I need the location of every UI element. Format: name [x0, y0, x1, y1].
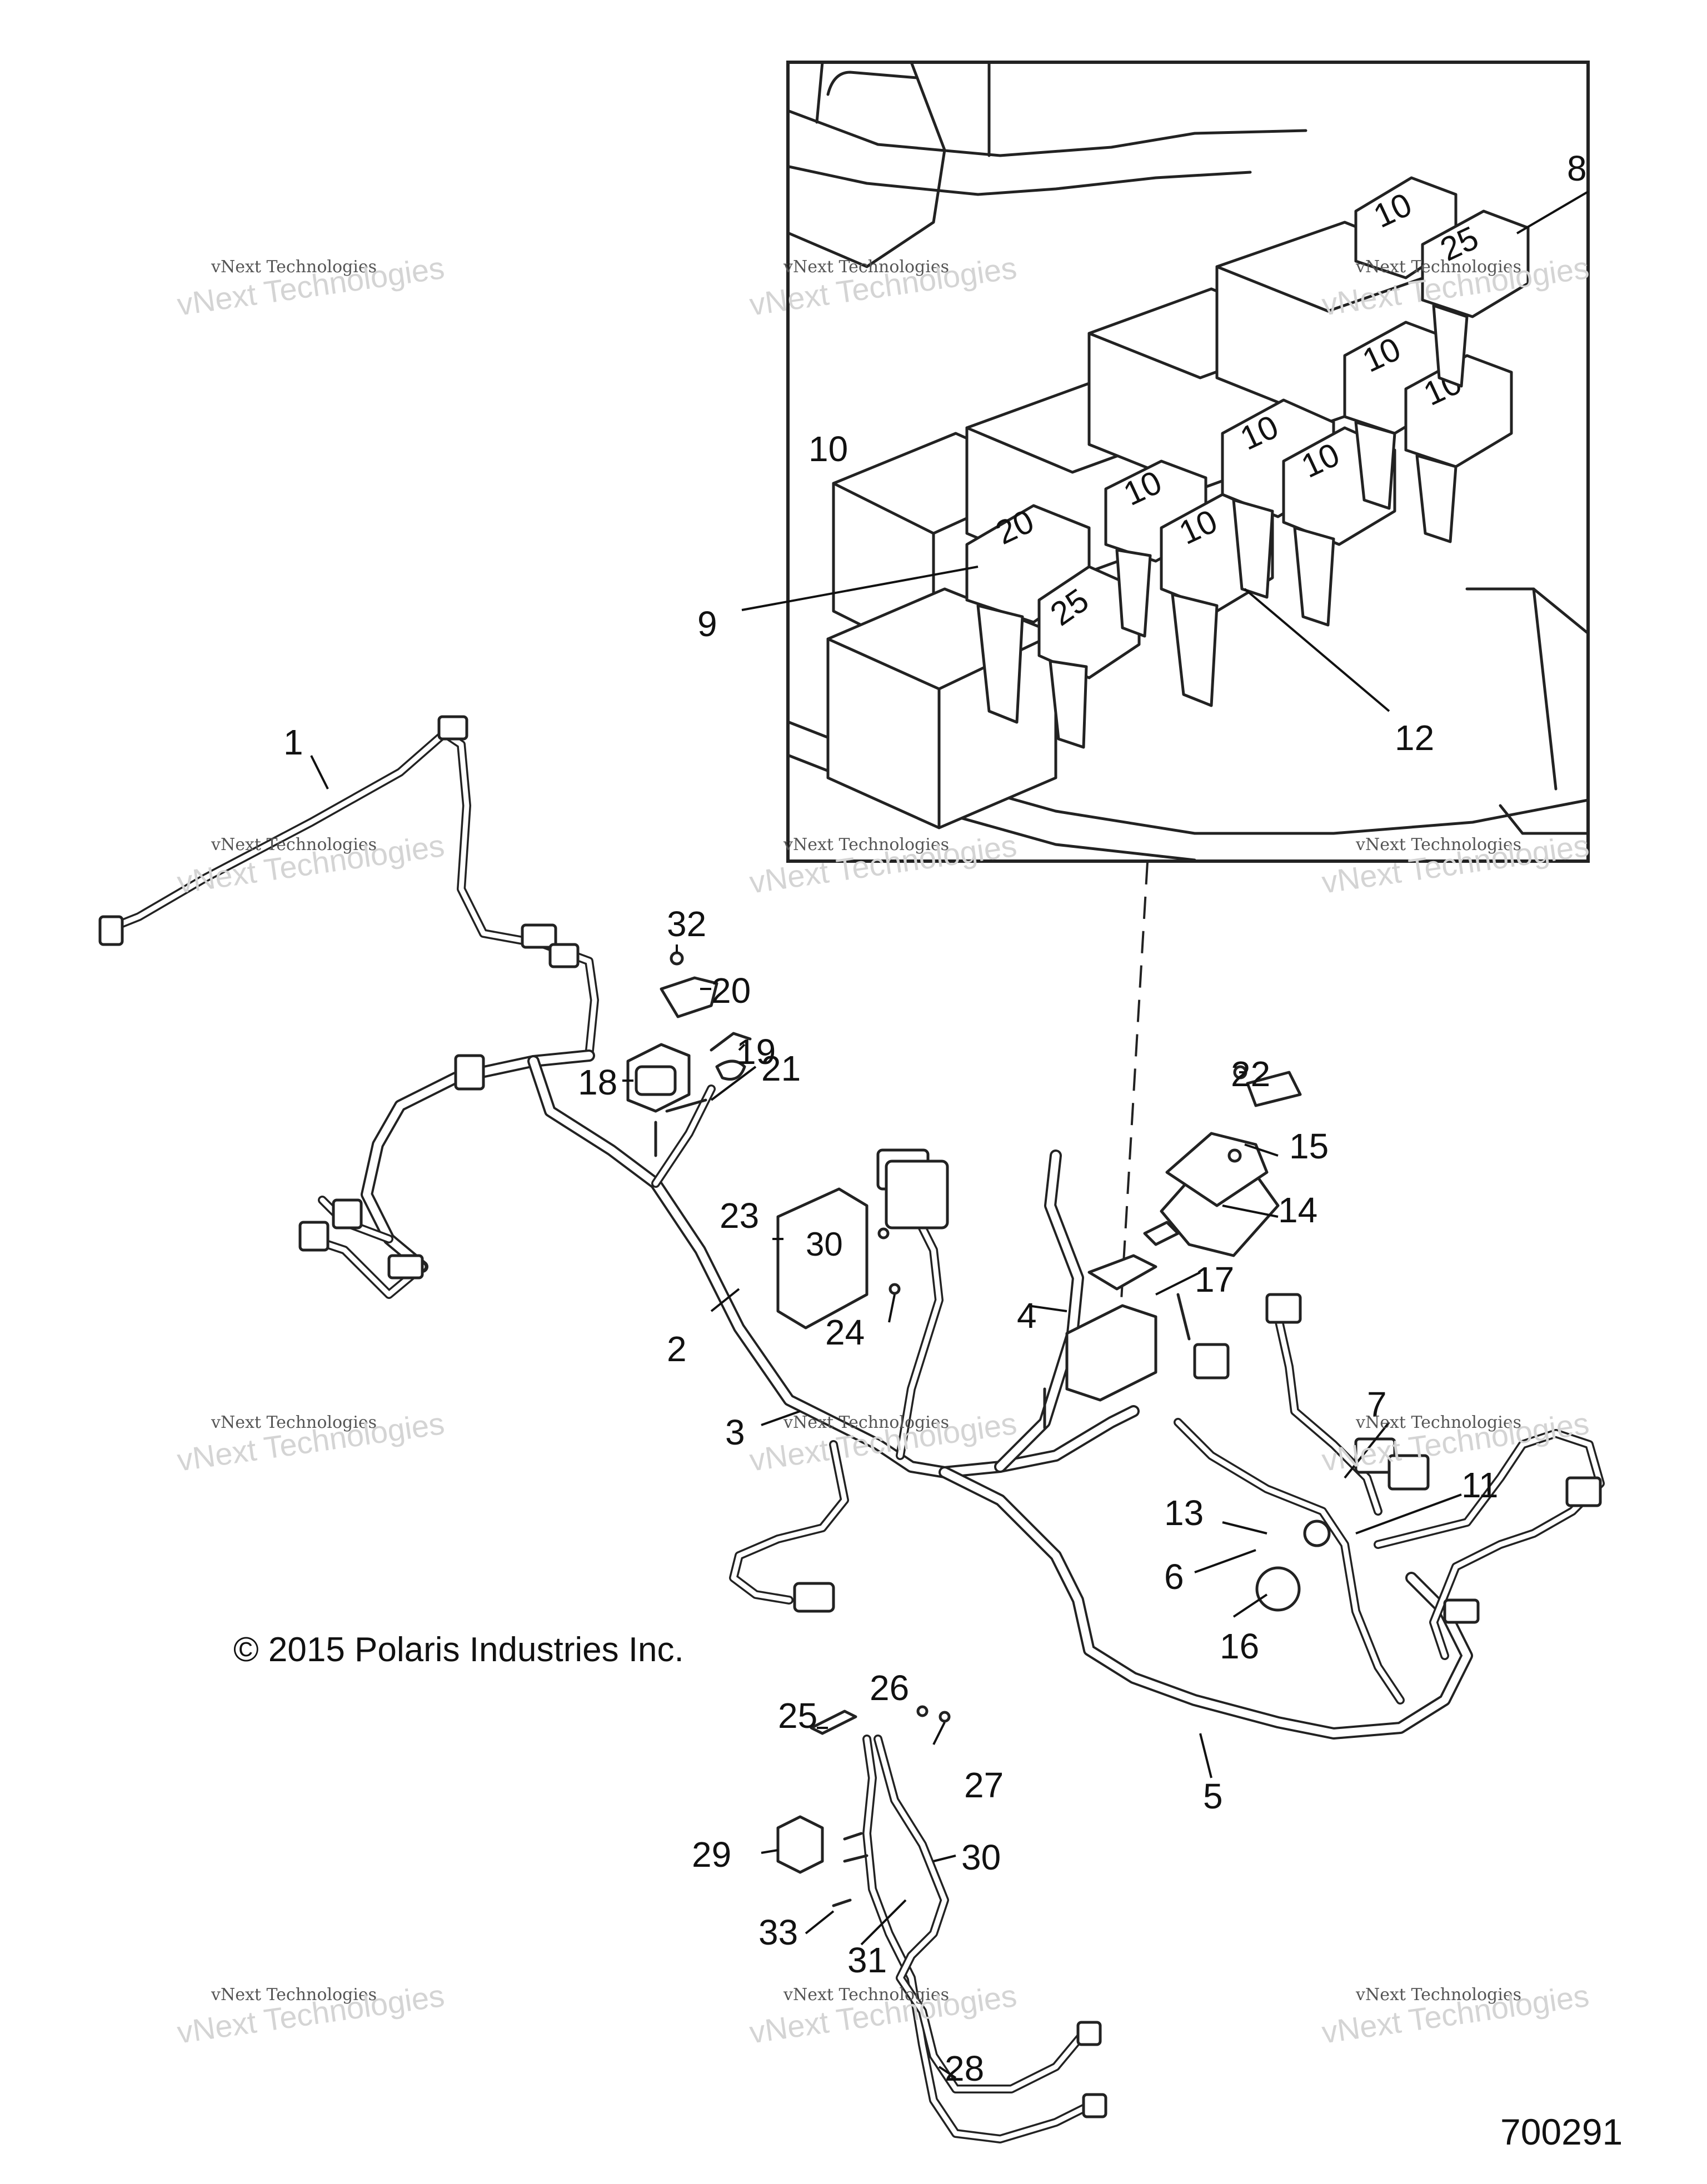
watermark-10: vNext Technologies vNext Technologies [175, 1978, 447, 2050]
watermark-small-5: vNext Technologies [783, 835, 949, 854]
callout-24: 24 [825, 1312, 865, 1352]
callout-13: 13 [1164, 1493, 1204, 1533]
callout-18: 18 [578, 1062, 617, 1102]
fuse-box-cover-14-15 [1160, 1065, 1302, 1257]
callout-11: 11 [1461, 1465, 1498, 1505]
callout-12: 12 [1395, 718, 1434, 758]
watermark-small-7: vNext Technologies [211, 1413, 377, 1432]
callout-10: 10 [808, 429, 848, 469]
callout-30: 30 [961, 1837, 1001, 1877]
watermark-small-6: vNext Technologies [1355, 835, 1521, 854]
lower-harness-28 [776, 1705, 1107, 2143]
fuse-group: 20 25 10 10 10 [965, 176, 1530, 749]
watermark-small-1: vNext Technologies [211, 257, 377, 277]
watermark-small-9: vNext Technologies [1355, 1413, 1521, 1432]
leader-9 [741, 566, 979, 611]
watermark-small-8: vNext Technologies [783, 1413, 949, 1432]
watermark-small-12: vNext Technologies [1355, 1985, 1521, 2005]
watermark-small-4: vNext Technologies [211, 835, 377, 854]
fuse-box-detail-inset: 20 25 10 10 10 [741, 61, 1590, 863]
copyright-notice: © 2015 Polaris Industries Inc. [233, 1631, 684, 1669]
watermark-6: vNext Technologies vNext Technologies [1320, 828, 1591, 900]
watermark-small-3: vNext Technologies [1355, 257, 1521, 277]
leader-12 [1244, 588, 1390, 712]
fuse-box-4 [1043, 1221, 1191, 1430]
watermark-4: vNext Technologies vNext Technologies [175, 828, 447, 900]
callout-31: 31 [847, 1940, 887, 1980]
ecu-mark: 30 [806, 1226, 843, 1263]
watermark-11: vNext Technologies vNext Technologies [747, 1978, 1019, 2050]
watermark-small-11: vNext Technologies [783, 1985, 949, 2005]
callout-1: 1 [283, 722, 303, 762]
watermark-small-10: vNext Technologies [211, 1985, 377, 2005]
watermark-9: vNext Technologies vNext Technologies [1320, 1406, 1591, 1478]
watermark-12: vNext Technologies vNext Technologies [1320, 1978, 1591, 2050]
callout-33: 33 [758, 1912, 798, 1952]
callout-22: 22 [1231, 1054, 1270, 1094]
callout-2: 2 [667, 1329, 687, 1369]
leader-lines [310, 755, 1462, 2079]
main-harness [298, 1049, 1605, 1740]
callout-25: 25 [778, 1696, 817, 1736]
fuse-25-top: 25 [1421, 209, 1530, 388]
callout-15: 15 [1289, 1126, 1329, 1166]
callout-17: 17 [1195, 1260, 1234, 1300]
callout-8: 8 [1567, 148, 1587, 188]
callout-3: 3 [725, 1412, 745, 1452]
relay-18-assembly [626, 951, 752, 1157]
detail-dashed-leader [1119, 862, 1149, 1328]
watermark-5: vNext Technologies vNext Technologies [747, 828, 1019, 900]
callout-21: 21 [761, 1048, 801, 1088]
callout-5: 5 [1203, 1776, 1223, 1816]
callout-20: 20 [711, 971, 751, 1011]
callout-14: 14 [1278, 1190, 1317, 1230]
callout-19: 19 [736, 1032, 776, 1072]
callout-23: 23 [720, 1196, 759, 1236]
callout-27: 27 [964, 1765, 1004, 1805]
fuse-25-lower: 25 [1037, 565, 1141, 749]
callout-32: 32 [667, 904, 706, 944]
callout-6: 6 [1164, 1557, 1184, 1597]
watermark-7: vNext Technologies vNext Technologies [175, 1406, 447, 1478]
ecu-23: 30 [776, 1160, 949, 1330]
leader-8 [1516, 191, 1589, 234]
callout-29: 29 [692, 1835, 731, 1875]
harness-1 [98, 715, 599, 1060]
callout-4: 4 [1017, 1296, 1037, 1336]
callout-9: 9 [697, 604, 717, 644]
fuse-10-f: 10 [1404, 354, 1513, 543]
callout-labels: 1 2 3 4 5 6 7 8 9 10 11 12 13 14 15 16 1… [283, 148, 1587, 2088]
callout-7: 7 [1367, 1385, 1387, 1425]
watermark-small-2: vNext Technologies [783, 257, 949, 277]
callout-16: 16 [1220, 1626, 1259, 1666]
callout-26: 26 [870, 1668, 909, 1708]
diagram-part-number: 700291 [1500, 2111, 1623, 2152]
watermark-1: vNext Technologies vNext Technologies [175, 250, 447, 322]
callout-28: 28 [945, 2048, 984, 2088]
